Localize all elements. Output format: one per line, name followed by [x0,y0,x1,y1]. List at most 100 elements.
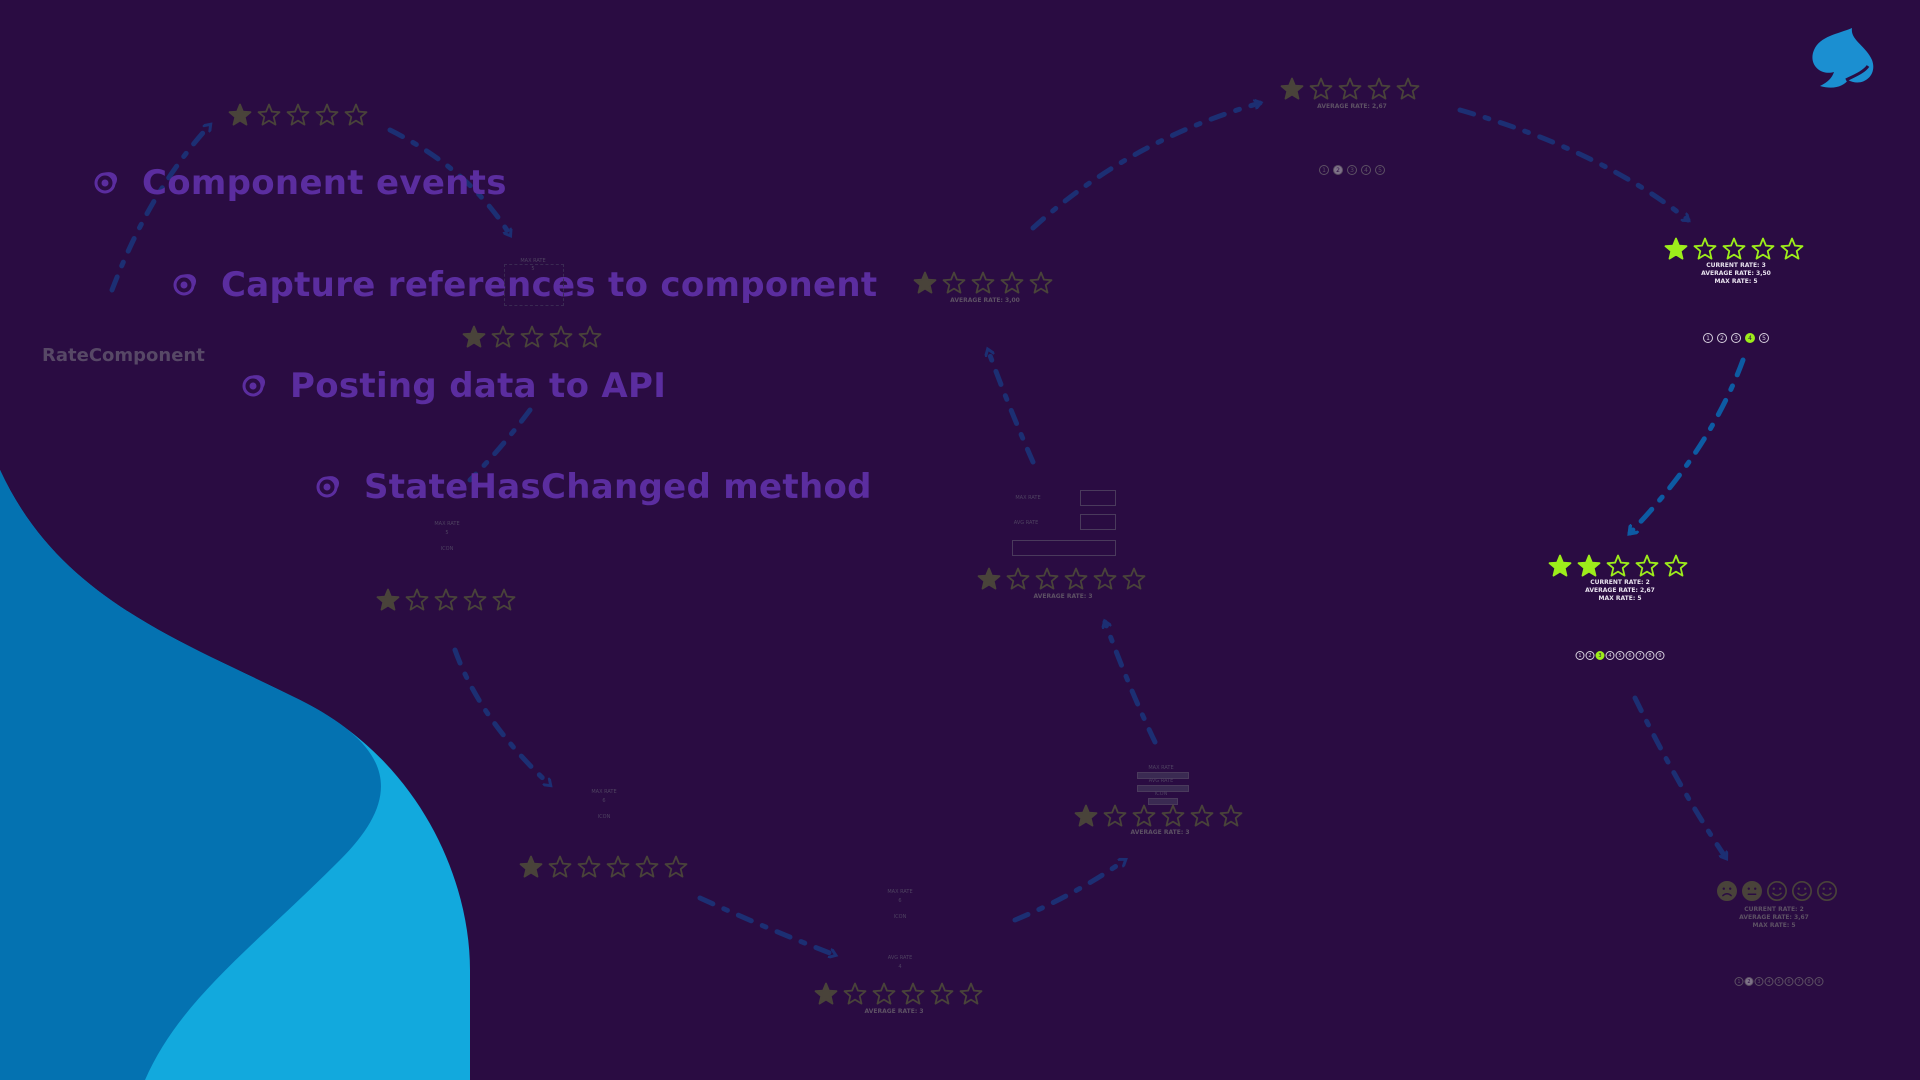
rate-dot[interactable]: 7 [1635,651,1645,660]
star-outline-icon[interactable] [959,982,983,1006]
rate-dot[interactable]: 1 [1575,651,1585,660]
star-outline-icon[interactable] [286,103,310,127]
star-rating[interactable] [462,325,602,349]
star-filled-icon[interactable] [1548,554,1572,578]
star-filled-icon[interactable] [228,103,252,127]
rate-dot[interactable]: 5 [1774,977,1784,986]
star-outline-icon[interactable] [942,271,966,295]
rate-dot[interactable]: 2 [1717,333,1727,343]
rate-dot[interactable]: 2 [1585,651,1595,660]
rate-dot[interactable]: 4 [1764,977,1774,986]
rate-dot[interactable]: 4 [1745,333,1755,343]
star-outline-icon[interactable] [1122,567,1146,591]
max-rate-input[interactable] [1137,772,1189,779]
rate-dot[interactable]: 8 [1804,977,1814,986]
star-filled-icon[interactable] [1577,554,1601,578]
rate-dot[interactable]: 4 [1361,165,1371,175]
avg-rate-input[interactable] [1137,785,1189,792]
star-outline-icon[interactable] [1751,237,1775,261]
star-outline-icon[interactable] [1190,804,1214,828]
max-rate-input[interactable] [1080,490,1116,506]
star-outline-icon[interactable] [872,982,896,1006]
star-rating[interactable] [913,271,1053,295]
star-outline-icon[interactable] [1338,77,1362,101]
star-outline-icon[interactable] [1396,77,1420,101]
rate-dot[interactable]: 2 [1333,165,1343,175]
star-filled-icon[interactable] [913,271,937,295]
star-outline-icon[interactable] [606,855,630,879]
rate-dot[interactable]: 8 [1645,651,1655,660]
star-outline-icon[interactable] [1367,77,1391,101]
star-filled-icon[interactable] [977,567,1001,591]
star-outline-icon[interactable] [1161,804,1185,828]
rate-dot[interactable]: 6 [1625,651,1635,660]
star-filled-icon[interactable] [519,855,543,879]
rate-dot[interactable]: 3 [1595,651,1605,660]
star-outline-icon[interactable] [463,588,487,612]
star-outline-icon[interactable] [843,982,867,1006]
star-outline-icon[interactable] [1635,554,1659,578]
rate-dot[interactable]: 1 [1319,165,1329,175]
rate-dot[interactable]: 4 [1605,651,1615,660]
icon-select[interactable] [1012,540,1116,556]
star-outline-icon[interactable] [434,588,458,612]
star-outline-icon[interactable] [930,982,954,1006]
star-outline-icon[interactable] [1780,237,1804,261]
star-outline-icon[interactable] [635,855,659,879]
star-outline-icon[interactable] [1309,77,1333,101]
star-outline-icon[interactable] [405,588,429,612]
star-outline-icon[interactable] [1664,554,1688,578]
star-outline-icon[interactable] [901,982,925,1006]
rate-dot[interactable]: 5 [1375,165,1385,175]
star-outline-icon[interactable] [491,325,515,349]
star-filled-icon[interactable] [1074,804,1098,828]
rate-dot[interactable]: 1 [1734,977,1744,986]
face-rating[interactable] [1716,880,1838,902]
star-rating-highlighted[interactable] [1664,237,1804,261]
star-outline-icon[interactable] [520,325,544,349]
face-filled-icon[interactable] [1741,880,1763,902]
star-rating[interactable] [519,855,688,879]
star-outline-icon[interactable] [1103,804,1127,828]
star-rating[interactable] [376,588,516,612]
star-outline-icon[interactable] [1064,567,1088,591]
star-rating-highlighted[interactable] [1548,554,1688,578]
star-filled-icon[interactable] [1664,237,1688,261]
rate-dot[interactable]: 7 [1794,977,1804,986]
rate-dot[interactable]: 5 [1759,333,1769,343]
star-outline-icon[interactable] [1006,567,1030,591]
star-outline-icon[interactable] [664,855,688,879]
rate-dot[interactable]: 9 [1814,977,1824,986]
star-rating[interactable] [1280,77,1420,101]
star-filled-icon[interactable] [376,588,400,612]
star-outline-icon[interactable] [1093,567,1117,591]
star-outline-icon[interactable] [1722,237,1746,261]
star-filled-icon[interactable] [1280,77,1304,101]
smiley-icon[interactable] [1791,880,1813,902]
star-outline-icon[interactable] [344,103,368,127]
star-outline-icon[interactable] [257,103,281,127]
star-outline-icon[interactable] [1693,237,1717,261]
star-outline-icon[interactable] [1000,271,1024,295]
rate-dot[interactable]: 3 [1347,165,1357,175]
smiley-icon[interactable] [1766,880,1788,902]
rate-dot[interactable]: 2 [1744,977,1754,986]
star-outline-icon[interactable] [1132,804,1156,828]
star-rating[interactable] [814,982,983,1006]
star-outline-icon[interactable] [1035,567,1059,591]
star-outline-icon[interactable] [315,103,339,127]
rate-dot[interactable]: 9 [1655,651,1665,660]
rate-dot[interactable]: 3 [1754,977,1764,986]
smiley-icon[interactable] [1816,880,1838,902]
star-rating[interactable] [1074,804,1243,828]
star-outline-icon[interactable] [549,325,573,349]
star-rating[interactable] [977,567,1146,591]
rate-dot[interactable]: 3 [1731,333,1741,343]
star-outline-icon[interactable] [578,325,602,349]
star-outline-icon[interactable] [971,271,995,295]
star-filled-icon[interactable] [814,982,838,1006]
